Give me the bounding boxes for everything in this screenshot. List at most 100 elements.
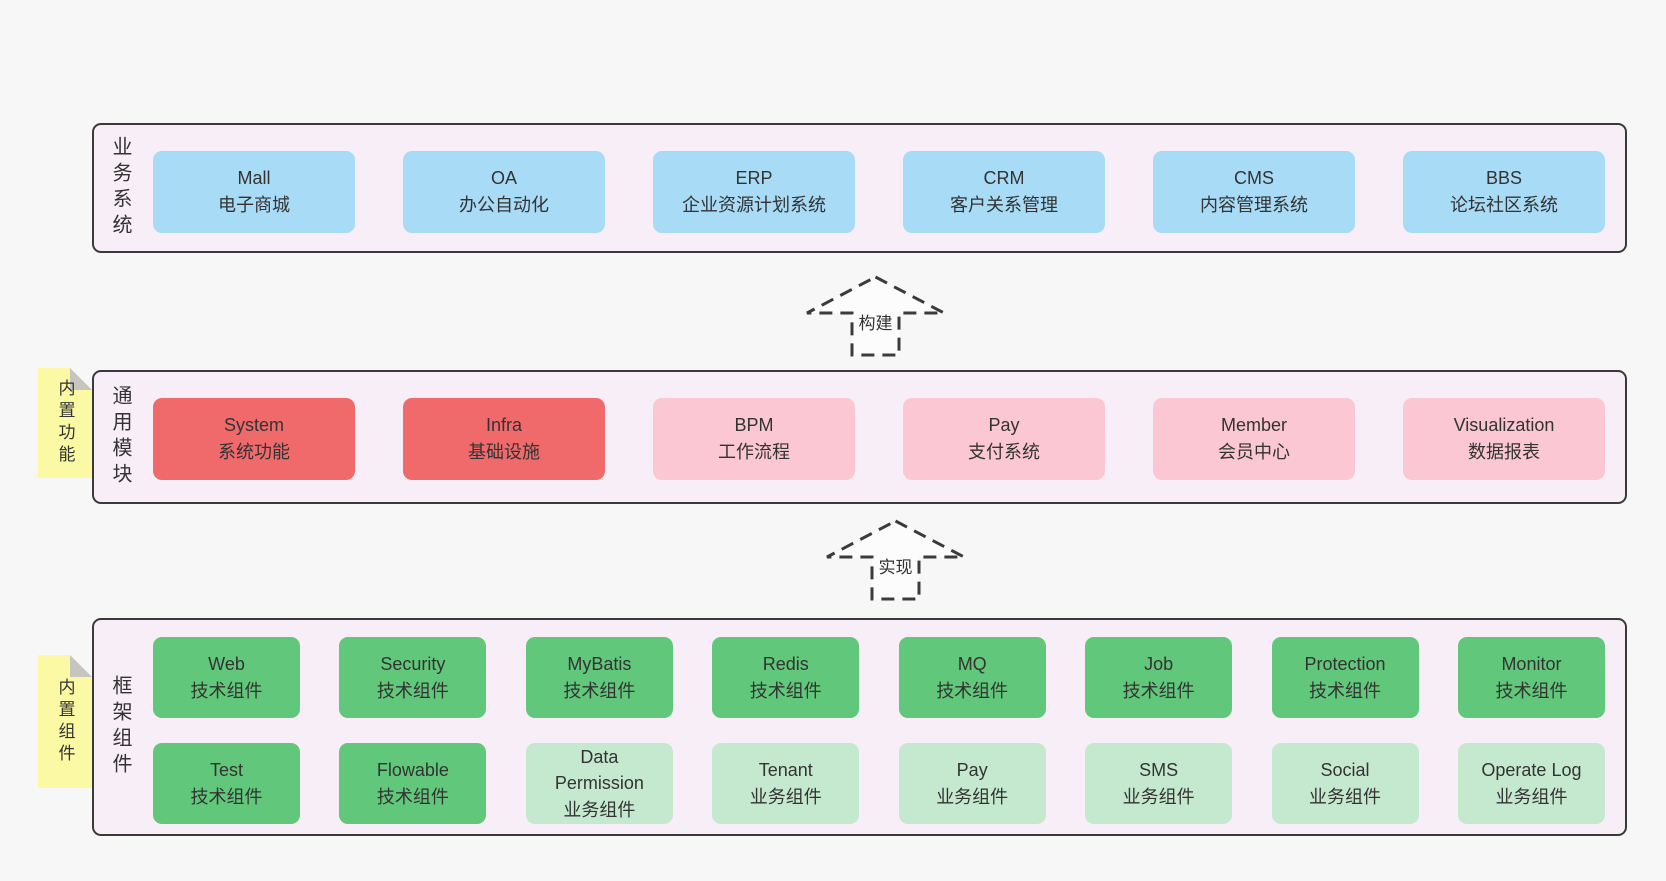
box-title: MQ bbox=[957, 653, 987, 674]
box-title: Test bbox=[209, 760, 243, 781]
box-title: Redis bbox=[762, 653, 809, 674]
box-title: Member bbox=[1220, 415, 1287, 435]
panel-common-modules: 通用模块 System 系统功能 Infra 基础设施 BPM 工作流程 Pay… bbox=[92, 370, 1627, 504]
box-title: Tenant bbox=[758, 760, 813, 781]
box-test: Test 技术组件 bbox=[153, 743, 300, 824]
box-subtitle: 支付系统 bbox=[968, 442, 1040, 462]
box-mybatis: MyBatis 技术组件 bbox=[525, 637, 673, 718]
box-subtitle: 技术组件 bbox=[936, 680, 1009, 701]
folded-corner-icon bbox=[70, 368, 92, 390]
modules-box-row: System 系统功能 Infra 基础设施 BPM 工作流程 Pay 支付系统… bbox=[153, 398, 1605, 480]
build-arrow: 构建 bbox=[803, 274, 948, 358]
box-subtitle: 技术组件 bbox=[376, 680, 449, 701]
box-mq: MQ 技术组件 bbox=[898, 637, 1046, 718]
box-visualization: Visualization 数据报表 bbox=[1403, 398, 1605, 480]
box-bpm: BPM 工作流程 bbox=[653, 398, 855, 480]
box-mall: Mall 电子商城 bbox=[153, 151, 355, 233]
box-infra: Infra 基础设施 bbox=[403, 398, 605, 480]
box-web: Web 技术组件 bbox=[153, 637, 300, 718]
box-flowable: Flowable 技术组件 bbox=[339, 743, 487, 824]
box-title: BBS bbox=[1485, 168, 1523, 188]
box-subtitle: 企业资源计划系统 bbox=[682, 195, 826, 215]
arrow-label: 实现 bbox=[875, 553, 916, 578]
box-title: Monitor bbox=[1501, 653, 1562, 674]
box-tenant: Tenant 业务组件 bbox=[712, 743, 860, 824]
box-subtitle: 系统功能 bbox=[218, 442, 290, 462]
box-subtitle: 技术组件 bbox=[749, 680, 822, 701]
box-subtitle: 技术组件 bbox=[563, 680, 636, 701]
box-title: CRM bbox=[983, 168, 1025, 188]
panel-label: 框架组件 bbox=[109, 675, 131, 779]
box-monitor: Monitor 技术组件 bbox=[1457, 637, 1605, 718]
framework-box-row-2: Test 技术组件 Flowable 技术组件 Data Permission … bbox=[153, 743, 1605, 824]
box-subtitle: 技术组件 bbox=[1122, 680, 1195, 701]
box-oa: OA 办公自动化 bbox=[403, 151, 605, 233]
sticky-tag-builtin-components: 内置组件 bbox=[38, 655, 92, 788]
box-subtitle: 客户关系管理 bbox=[950, 195, 1058, 215]
box-subtitle: 技术组件 bbox=[1309, 680, 1382, 701]
box-operate-log: Operate Log 业务组件 bbox=[1457, 743, 1605, 824]
box-title: Mall bbox=[237, 168, 271, 188]
panel-framework-components: 框架组件 Web 技术组件 Security 技术组件 MyBatis 技术组件… bbox=[92, 618, 1627, 836]
panel-business-systems: 业务系统 Mall 电子商城 OA 办公自动化 ERP 企业资源计划系统 CRM… bbox=[92, 123, 1627, 253]
business-box-row: Mall 电子商城 OA 办公自动化 ERP 企业资源计划系统 CRM 客户关系… bbox=[153, 151, 1605, 233]
box-pay-component: Pay 业务组件 bbox=[898, 743, 1046, 824]
box-title: Pay bbox=[956, 760, 988, 781]
panel-label: 通用模块 bbox=[109, 385, 131, 489]
sticky-tag-label: 内置组件 bbox=[55, 677, 75, 766]
box-subtitle: 业务组件 bbox=[749, 786, 822, 807]
box-subtitle: 技术组件 bbox=[190, 680, 263, 701]
sticky-tag-label: 内置功能 bbox=[55, 379, 75, 467]
box-subtitle: 内容管理系统 bbox=[1200, 195, 1308, 215]
box-title: MyBatis bbox=[567, 653, 632, 674]
box-data-permission: Data Permission 业务组件 bbox=[525, 743, 673, 824]
box-subtitle: 业务组件 bbox=[936, 786, 1009, 807]
box-subtitle: 数据报表 bbox=[1468, 442, 1540, 462]
box-title: System bbox=[223, 415, 284, 435]
box-member: Member 会员中心 bbox=[1153, 398, 1355, 480]
panel-label: 业务系统 bbox=[109, 136, 131, 240]
box-crm: CRM 客户关系管理 bbox=[903, 151, 1105, 233]
box-subtitle: 业务组件 bbox=[1122, 786, 1195, 807]
box-social: Social 业务组件 bbox=[1271, 743, 1419, 824]
box-title: CMS bbox=[1234, 168, 1274, 188]
sticky-tag-builtin-features: 内置功能 bbox=[38, 368, 92, 478]
box-subtitle: 技术组件 bbox=[1495, 680, 1568, 701]
box-title: Data Permission bbox=[554, 747, 644, 794]
box-title: Pay bbox=[988, 415, 1020, 435]
box-subtitle: 会员中心 bbox=[1218, 442, 1290, 462]
box-title: Operate Log bbox=[1481, 760, 1582, 781]
box-system: System 系统功能 bbox=[153, 398, 355, 480]
box-subtitle: 业务组件 bbox=[1495, 786, 1568, 807]
implement-arrow: 实现 bbox=[823, 518, 968, 602]
box-title: Security bbox=[380, 653, 446, 674]
box-title: Social bbox=[1320, 760, 1370, 781]
box-job: Job 技术组件 bbox=[1085, 637, 1233, 718]
box-security: Security 技术组件 bbox=[339, 637, 487, 718]
box-title: Flowable bbox=[376, 760, 449, 781]
box-subtitle: 业务组件 bbox=[1309, 786, 1382, 807]
box-subtitle: 论坛社区系统 bbox=[1450, 195, 1558, 215]
box-cms: CMS 内容管理系统 bbox=[1153, 151, 1355, 233]
folded-corner-icon bbox=[70, 655, 92, 677]
box-sms: SMS 业务组件 bbox=[1085, 743, 1233, 824]
box-erp: ERP 企业资源计划系统 bbox=[653, 151, 855, 233]
box-redis: Redis 技术组件 bbox=[712, 637, 860, 718]
box-subtitle: 技术组件 bbox=[376, 786, 449, 807]
box-subtitle: 电子商城 bbox=[218, 195, 290, 215]
box-subtitle: 技术组件 bbox=[190, 786, 263, 807]
box-subtitle: 工作流程 bbox=[718, 442, 790, 462]
box-protection: Protection 技术组件 bbox=[1271, 637, 1419, 718]
box-title: ERP bbox=[735, 168, 773, 188]
box-title: Infra bbox=[485, 415, 523, 435]
box-subtitle: 业务组件 bbox=[563, 799, 636, 820]
box-bbs: BBS 论坛社区系统 bbox=[1403, 151, 1605, 233]
box-subtitle: 办公自动化 bbox=[459, 195, 549, 215]
box-title: OA bbox=[490, 168, 517, 188]
box-pay-system: Pay 支付系统 bbox=[903, 398, 1105, 480]
box-title: Web bbox=[208, 653, 245, 674]
box-subtitle: 基础设施 bbox=[468, 442, 540, 462]
framework-box-row-1: Web 技术组件 Security 技术组件 MyBatis 技术组件 Redi… bbox=[153, 637, 1605, 718]
box-title: SMS bbox=[1139, 760, 1179, 781]
